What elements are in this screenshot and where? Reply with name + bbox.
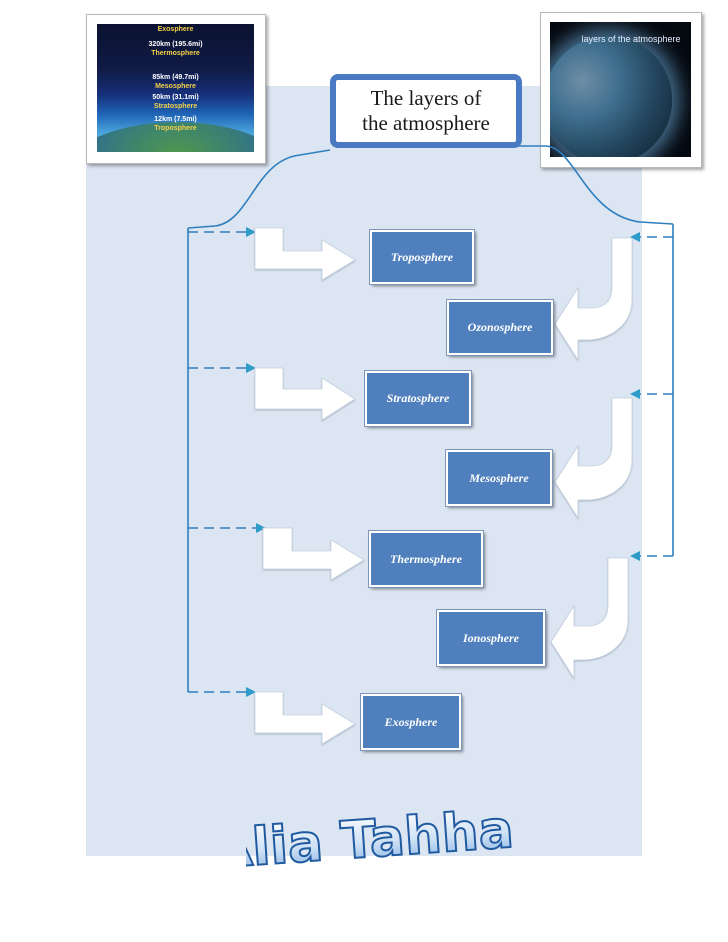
arrowhead-icon xyxy=(630,389,640,399)
picture-caption: layers of the atmosphere xyxy=(581,34,681,44)
layer-box-stratosphere: Stratosphere xyxy=(364,370,472,427)
diagram-title-box: The layers of the atmosphere xyxy=(330,74,522,148)
altitude-50-label: 50km (31.1mi) xyxy=(152,94,199,101)
layer-label: Stratosphere xyxy=(386,391,450,405)
altitude-320-label: 320km (195.6mi) xyxy=(148,41,203,48)
author-signature: Alia Tahhan xyxy=(246,796,516,870)
arrowhead-icon xyxy=(630,232,640,242)
bent-arrow-icon xyxy=(254,367,356,421)
thermosphere-label: Thermosphere xyxy=(151,50,200,57)
bent-arrow-icon xyxy=(254,691,356,745)
layer-label: Mesosphere xyxy=(469,470,529,485)
arrowhead-icon xyxy=(256,523,266,533)
bent-arrow-icon xyxy=(262,527,365,581)
arrowhead-icon xyxy=(246,363,256,373)
author-name: Alia Tahhan xyxy=(246,797,516,870)
altitude-12-label: 12km (7.5mi) xyxy=(154,116,197,123)
curved-arrow-icon xyxy=(554,237,633,362)
diagram-title: The layers of the atmosphere xyxy=(362,86,490,135)
layer-label: Exosphere xyxy=(384,714,438,729)
layer-label: Ionosphere xyxy=(462,630,519,645)
layer-box-mesosphere: Mesosphere xyxy=(445,449,553,507)
troposphere-label: Troposphere xyxy=(154,125,197,132)
exosphere-label: Exosphere xyxy=(157,26,194,33)
arrowhead-icon xyxy=(630,551,640,561)
layer-label: Thermosphere xyxy=(390,551,462,566)
layer-box-ozonosphere: Ozonosphere xyxy=(446,299,554,356)
layer-label: Troposphere xyxy=(390,249,454,264)
layer-box-ionosphere: Ionosphere xyxy=(436,609,546,667)
right-bracket-curve xyxy=(511,145,674,225)
stratosphere-label: Stratosphere xyxy=(153,103,198,110)
altitude-85-label: 85km (49.7mi) xyxy=(152,74,199,81)
bent-arrow-icon xyxy=(254,227,356,281)
layer-box-exosphere: Exosphere xyxy=(360,693,462,751)
layer-box-troposphere: Troposphere xyxy=(369,229,475,285)
atmosphere-layers-picture: Exosphere 320km (195.6mi) Thermosphere 8… xyxy=(86,14,266,164)
layer-label: Ozonosphere xyxy=(467,320,533,334)
left-bracket-curve xyxy=(187,149,331,229)
curved-arrow-icon xyxy=(554,397,633,520)
arrowhead-icon xyxy=(246,227,256,237)
mesosphere-label: Mesosphere xyxy=(155,83,196,90)
earth-atmosphere-picture: layers of the atmosphere xyxy=(540,12,702,168)
arrowhead-icon xyxy=(246,687,256,697)
curved-arrow-icon xyxy=(550,557,629,680)
layer-box-thermosphere: Thermosphere xyxy=(368,530,484,588)
